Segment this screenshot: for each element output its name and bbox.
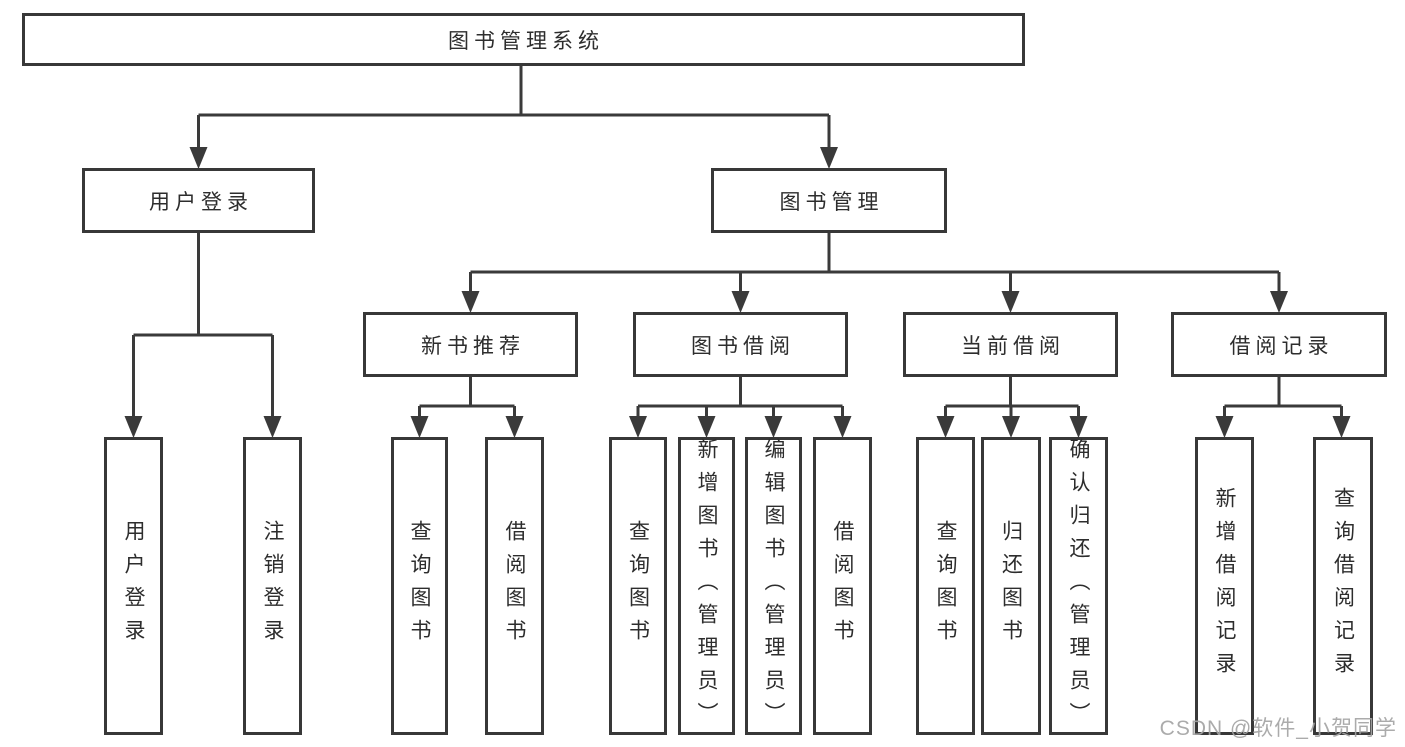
connector-book-management-children bbox=[461, 233, 1288, 313]
connector-root-to-level2 bbox=[189, 66, 838, 169]
node-root: 图书管理系统 bbox=[22, 13, 1025, 66]
node-current-borrow: 当前借阅 bbox=[903, 312, 1118, 377]
node-label: 新增借阅记录 bbox=[1213, 487, 1236, 685]
node-borrow-records: 借阅记录 bbox=[1171, 312, 1387, 377]
connector-current-borrow-children bbox=[936, 377, 1088, 438]
arrow-down-icon bbox=[697, 416, 716, 438]
node-label: 注销登录 bbox=[261, 520, 284, 652]
arrow-down-icon bbox=[1001, 291, 1020, 313]
node-user-login: 用户登录 bbox=[82, 168, 315, 233]
node-label: 确认归还（管理员） bbox=[1067, 437, 1090, 735]
arrow-down-icon bbox=[1002, 416, 1020, 438]
arrow-down-icon bbox=[833, 416, 852, 438]
connector-user-login-children bbox=[124, 233, 282, 438]
node-leaf-borrow-book-recommend: 借阅图书 bbox=[485, 437, 544, 735]
connector-book-borrow-children bbox=[629, 377, 852, 438]
node-leaf-logout: 注销登录 bbox=[243, 437, 302, 735]
node-label: 用户登录 bbox=[122, 520, 145, 652]
node-label: 查询图书 bbox=[934, 520, 957, 652]
node-label: 查询图书 bbox=[626, 520, 650, 652]
node-leaf-user-login: 用户登录 bbox=[104, 437, 163, 735]
node-label: 归还图书 bbox=[999, 520, 1023, 652]
arrow-down-icon bbox=[731, 291, 750, 313]
connector-borrow-records-children bbox=[1215, 377, 1351, 438]
node-leaf-query-borrow-record: 查询借阅记录 bbox=[1313, 437, 1373, 735]
node-label: 借阅记录 bbox=[1229, 334, 1334, 358]
node-label: 新书推荐 bbox=[421, 334, 525, 358]
node-leaf-query-book-borrow: 查询图书 bbox=[609, 437, 667, 735]
node-label: 图书管理 bbox=[779, 190, 884, 214]
arrow-down-icon bbox=[1332, 416, 1351, 438]
node-label: 借阅图书 bbox=[503, 520, 526, 652]
node-leaf-add-book-admin: 新增图书（管理员） bbox=[678, 437, 735, 735]
node-label: 查询借阅记录 bbox=[1331, 487, 1355, 685]
arrow-down-icon bbox=[505, 416, 524, 438]
node-label: 借阅图书 bbox=[831, 520, 854, 652]
node-label: 编辑图书（管理员） bbox=[762, 437, 785, 735]
arrow-down-icon bbox=[629, 416, 647, 438]
csdn-watermark: CSDN @软件_小贺同学 bbox=[1159, 717, 1397, 740]
arrow-down-icon bbox=[124, 416, 143, 438]
node-label: 新增图书（管理员） bbox=[695, 437, 718, 735]
arrow-down-icon bbox=[1270, 291, 1288, 313]
node-leaf-return-book: 归还图书 bbox=[981, 437, 1041, 735]
node-book-borrow: 图书借阅 bbox=[633, 312, 848, 377]
node-new-book-recommend: 新书推荐 bbox=[363, 312, 578, 377]
arrow-down-icon bbox=[1215, 416, 1234, 438]
node-leaf-borrow-book: 借阅图书 bbox=[813, 437, 872, 735]
node-label: 图书管理系统 bbox=[448, 29, 604, 53]
node-label: 用户登录 bbox=[149, 190, 253, 214]
arrow-down-icon bbox=[189, 147, 208, 169]
node-leaf-query-book-current: 查询图书 bbox=[916, 437, 975, 735]
arrow-down-icon bbox=[820, 147, 838, 169]
node-leaf-query-book-recommend: 查询图书 bbox=[391, 437, 448, 735]
node-label: 图书借阅 bbox=[691, 334, 795, 358]
connector-new-book-children bbox=[410, 377, 524, 438]
node-label: 当前借阅 bbox=[961, 334, 1065, 358]
arrow-down-icon bbox=[936, 416, 955, 438]
arrow-down-icon bbox=[764, 416, 783, 438]
node-leaf-confirm-return-admin: 确认归还（管理员） bbox=[1049, 437, 1108, 735]
node-leaf-add-borrow-record: 新增借阅记录 bbox=[1195, 437, 1254, 735]
arrow-down-icon bbox=[410, 416, 429, 438]
node-leaf-edit-book-admin: 编辑图书（管理员） bbox=[745, 437, 802, 735]
arrow-down-icon bbox=[263, 416, 282, 438]
arrow-down-icon bbox=[1069, 416, 1088, 438]
node-book-management: 图书管理 bbox=[711, 168, 947, 233]
node-label: 查询图书 bbox=[408, 520, 431, 652]
arrow-down-icon bbox=[461, 291, 480, 313]
